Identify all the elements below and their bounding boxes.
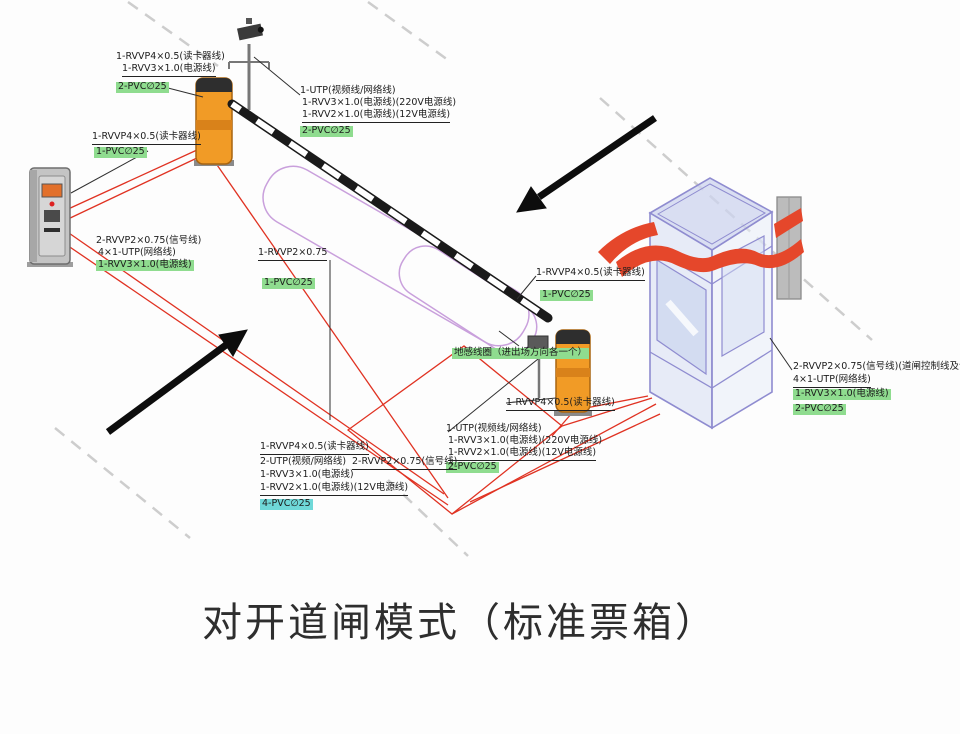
cable-routing-lines: [60, 149, 661, 515]
ticket-box-indicator: [49, 201, 55, 207]
ticket-box-screen: [41, 183, 63, 198]
ground-loop-large: [262, 165, 530, 347]
road-lane-lines: [54, 0, 873, 557]
booth-red-ribbon: [598, 208, 804, 277]
reader-camera-icon: [527, 335, 549, 351]
callout-lines: [70, 56, 793, 433]
diagram-canvas: [27, 0, 873, 557]
guard-booth: [648, 177, 774, 430]
barrier-arm: [227, 99, 553, 323]
booth-door: [721, 235, 765, 358]
arrow-outbound: [105, 329, 248, 435]
camera-icon: [237, 23, 264, 41]
ground-loop-outlines: [262, 165, 538, 355]
barrier-gate-diagram: 1-RVVP4×0.5(读卡器线)1-RVV3×1.0(电源线)2-PVC∅25…: [27, 0, 960, 557]
traffic-direction-arrows: [105, 115, 657, 435]
arrow-inbound: [516, 115, 657, 213]
ticket-box-keypad: [44, 210, 60, 222]
barrier-gate-entry: [194, 77, 234, 166]
barrier-gate-exit: [554, 329, 592, 416]
ticket-box: [27, 167, 73, 267]
ticket-slot: [44, 228, 60, 232]
camera-pole: [228, 18, 270, 110]
diagram-title: 对开道闸模式（标准票箱）: [202, 600, 718, 646]
